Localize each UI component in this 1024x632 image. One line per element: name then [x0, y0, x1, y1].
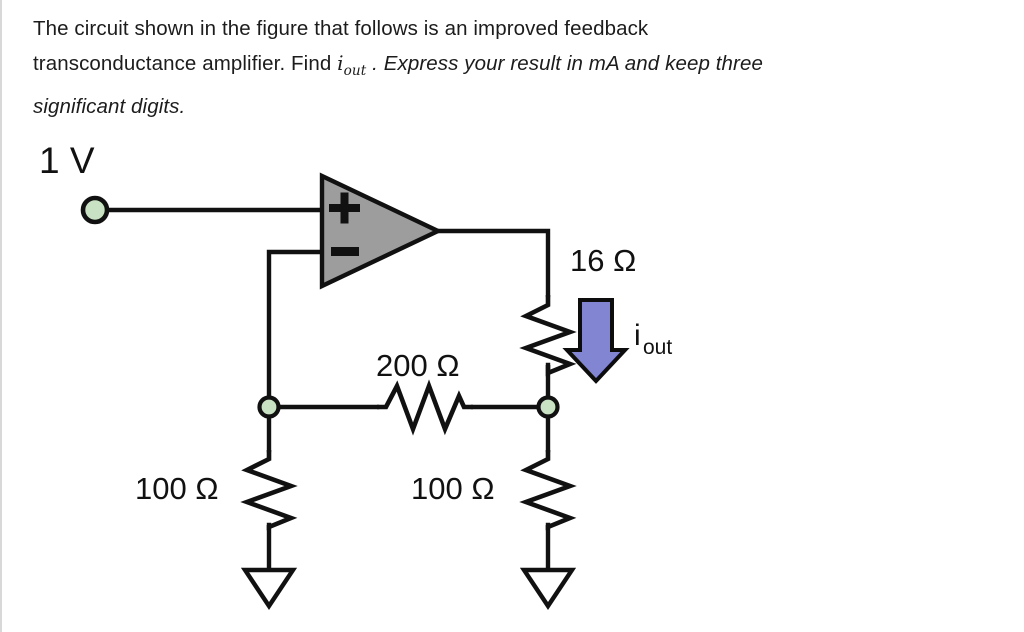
wire-minus-input-to-left-node	[266, 249, 325, 410]
label-current-iout-base: i	[634, 319, 641, 352]
opamp-minus-icon	[331, 247, 359, 256]
resistor-16ohm-symbol	[519, 295, 577, 377]
circuit-diagram: 1 V 16 Ω 200 Ω 100 Ω 100 Ω i out	[2, 128, 1024, 632]
iout-math-symbol: iout	[337, 51, 366, 79]
label-resistor-100ohm-left: 100 Ω	[135, 471, 219, 506]
ground-symbol-left	[240, 567, 298, 610]
problem-statement: The circuit shown in the figure that fol…	[33, 11, 963, 124]
wire-opamp-output-to-r16	[435, 228, 551, 298]
current-arrow-iout-icon	[562, 298, 630, 384]
junction-node-right	[536, 395, 560, 419]
iout-subscript: out	[343, 63, 367, 79]
resistor-100ohm-right-symbol	[519, 450, 577, 531]
opamp-triangle	[319, 172, 444, 290]
opamp-plus-icon	[329, 192, 360, 224]
problem-line-1: The circuit shown in the figure that fol…	[33, 17, 649, 40]
label-resistor-200ohm: 200 Ω	[376, 348, 460, 383]
iout-base: i	[337, 51, 344, 75]
label-resistor-100ohm-right: 100 Ω	[411, 471, 495, 506]
problem-line-3: significant digits.	[33, 95, 186, 118]
ground-symbol-right	[519, 567, 577, 610]
junction-node-left	[257, 395, 281, 419]
label-source-voltage: 1 V	[39, 140, 95, 181]
label-resistor-16ohm: 16 Ω	[570, 243, 636, 278]
resistor-100ohm-left-symbol	[240, 450, 298, 531]
label-current-iout-sub: out	[643, 336, 672, 359]
resistor-200ohm-symbol	[377, 379, 473, 436]
problem-line-2-suffix: . Express your result in mA and keep thr…	[366, 52, 763, 75]
input-terminal-node[interactable]	[80, 195, 110, 225]
problem-line-2-prefix: transconductance amplifier. Find	[33, 52, 338, 75]
